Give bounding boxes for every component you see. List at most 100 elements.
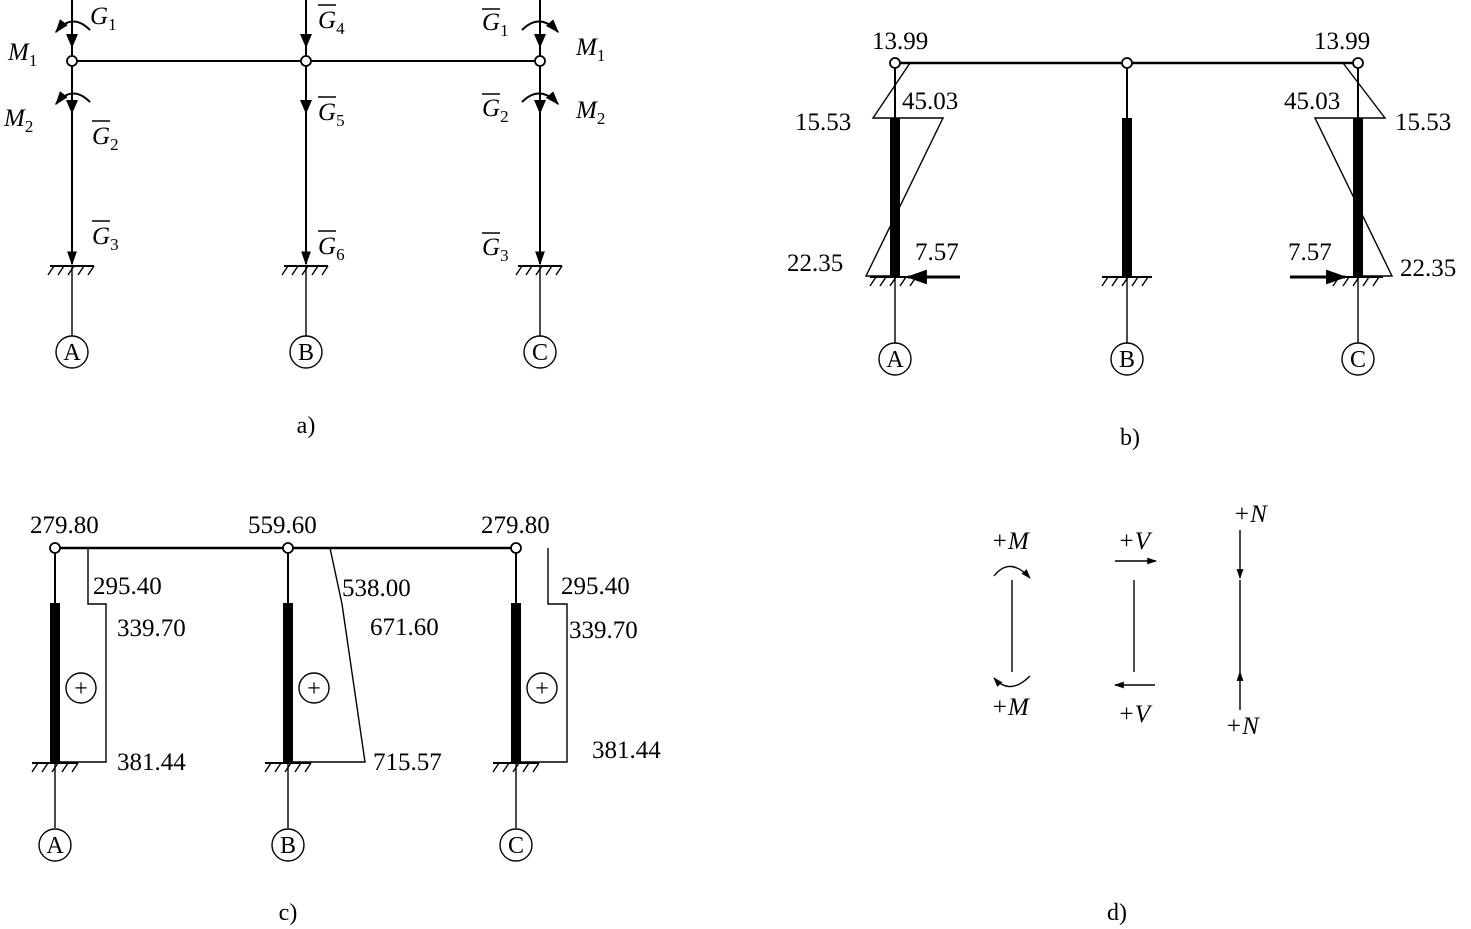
hinge-c: [510, 542, 522, 554]
plus-sign-b: +: [307, 676, 321, 702]
label-g2-left: G2: [92, 123, 119, 154]
value-top-right: 13.99: [1314, 28, 1370, 55]
axis-bubble-c: [499, 828, 533, 862]
label-g2-right: G2: [482, 95, 509, 126]
label-g5: G5: [318, 99, 345, 130]
caption-c: c): [279, 900, 298, 926]
load-arrow: [534, 34, 546, 48]
moment-arc-m1-right: [521, 19, 559, 34]
value-top-b: 559.60: [248, 512, 317, 539]
caption-b: b): [1120, 425, 1140, 451]
moment-arc-m2-right: [521, 91, 559, 106]
moment-arc-m1-left: [55, 19, 91, 34]
load-arrow: [300, 34, 312, 48]
panel-a: A B C G1 M1 M2 G2 G3 G4 G5 G6 G1 M1 G2 M…: [3, 0, 605, 439]
label-axial-bottom: +N: [1225, 713, 1260, 740]
label-moment-bottom: +M: [991, 694, 1030, 721]
label-m1-right: M1: [575, 34, 605, 65]
label-moment-top: +M: [991, 528, 1030, 555]
moment-arc-m2-left: [55, 91, 91, 106]
axis-label-a: A: [46, 833, 64, 859]
plus-sign-a: +: [74, 676, 88, 702]
value-a-mid: 339.70: [117, 615, 186, 642]
fixed-support-b: [264, 762, 312, 828]
value-a-upper: 295.40: [93, 573, 162, 600]
value-a-base: 381.44: [117, 749, 186, 776]
load-arrow: [534, 100, 546, 114]
plus-sign-c: +: [535, 676, 549, 702]
axis-bubble-a: [38, 828, 72, 862]
fixed-support-c: [515, 265, 563, 336]
moment-arrow-bottom: [993, 675, 1031, 688]
hinge-b: [282, 542, 294, 554]
axis-label-c: C: [532, 340, 548, 366]
label-g3-right: G3: [482, 234, 509, 265]
axis-label-a: A: [886, 347, 904, 373]
moment-arrow-top: [993, 565, 1031, 579]
hinge-a: [49, 542, 61, 554]
value-left-outer: 15.53: [795, 109, 851, 136]
value-base-left: 22.35: [787, 250, 843, 277]
fixed-support-a: [869, 276, 920, 343]
label-m2-right: M2: [575, 97, 605, 128]
value-right-outer: 15.53: [1395, 109, 1451, 136]
axis-bubble-b: [271, 828, 305, 862]
axial-diagram-a: [55, 548, 107, 763]
axis-bubble-a: [55, 335, 89, 369]
plus-circle-b: [298, 672, 330, 704]
value-right-inner: 45.03: [1284, 88, 1340, 115]
value-c-upper: 295.40: [561, 573, 630, 600]
value-left-inner: 45.03: [902, 88, 958, 115]
axial-diagram-b: [288, 547, 366, 763]
label-g6: G6: [318, 233, 345, 264]
value-shear-left: 7.57: [915, 239, 959, 266]
axis-label-b: B: [280, 833, 296, 859]
axis-label-b: B: [1119, 347, 1135, 373]
label-axial-top: +N: [1233, 501, 1268, 528]
hinge-b: [300, 55, 312, 67]
value-top-a: 279.80: [30, 512, 99, 539]
label-g1-right: G1: [482, 9, 509, 40]
panel-c: + + + A B C 279.80 559.60: [30, 512, 661, 926]
hinge-b: [1121, 57, 1133, 69]
label-g3-left: G3: [92, 223, 119, 254]
fixed-support-c: [492, 762, 540, 828]
value-b-base: 715.57: [373, 749, 442, 776]
load-arrow: [66, 100, 78, 114]
value-top-left: 13.99: [872, 28, 928, 55]
hinge-a: [889, 57, 901, 69]
fixed-support-a: [47, 265, 95, 336]
hinge-c: [534, 55, 546, 67]
fixed-support-a: [31, 762, 79, 828]
label-m1-left: M1: [7, 39, 37, 70]
axis-bubble-c: [523, 335, 557, 369]
caption-a: a): [297, 413, 316, 439]
label-g4: G4: [318, 7, 345, 38]
axial-diagram-c: [516, 548, 568, 763]
value-shear-right: 7.57: [1288, 239, 1332, 266]
axis-bubble-b: [289, 335, 323, 369]
label-g1-left: G1: [90, 3, 117, 34]
value-base-right: 22.35: [1400, 255, 1456, 282]
load-arrow: [300, 100, 312, 114]
axis-label-c: C: [1350, 347, 1366, 373]
plus-circle-a: [65, 672, 97, 704]
load-arrow: [66, 34, 78, 48]
fixed-support-b: [1101, 276, 1152, 343]
axis-label-c: C: [508, 833, 524, 859]
panel-b: A B C 13.99 13.99 45.03 15.53 45.03 15.5…: [787, 28, 1456, 451]
caption-d: d): [1107, 900, 1127, 926]
axis-bubble-b: [1110, 342, 1144, 376]
label-m2-left: M2: [3, 105, 33, 136]
fixed-support-b: [281, 265, 329, 336]
fixed-support-c: [1332, 276, 1383, 343]
axis-bubble-a: [878, 342, 912, 376]
value-top-c: 279.80: [481, 512, 550, 539]
label-shear-top: +V: [1118, 528, 1153, 555]
plus-circle-c: [526, 672, 558, 704]
panel-d: +M +M +V +V +N +N d): [991, 501, 1268, 926]
value-c-base: 381.44: [592, 737, 661, 764]
label-shear-bottom: +V: [1118, 701, 1153, 728]
value-b-upper: 538.00: [342, 575, 411, 602]
